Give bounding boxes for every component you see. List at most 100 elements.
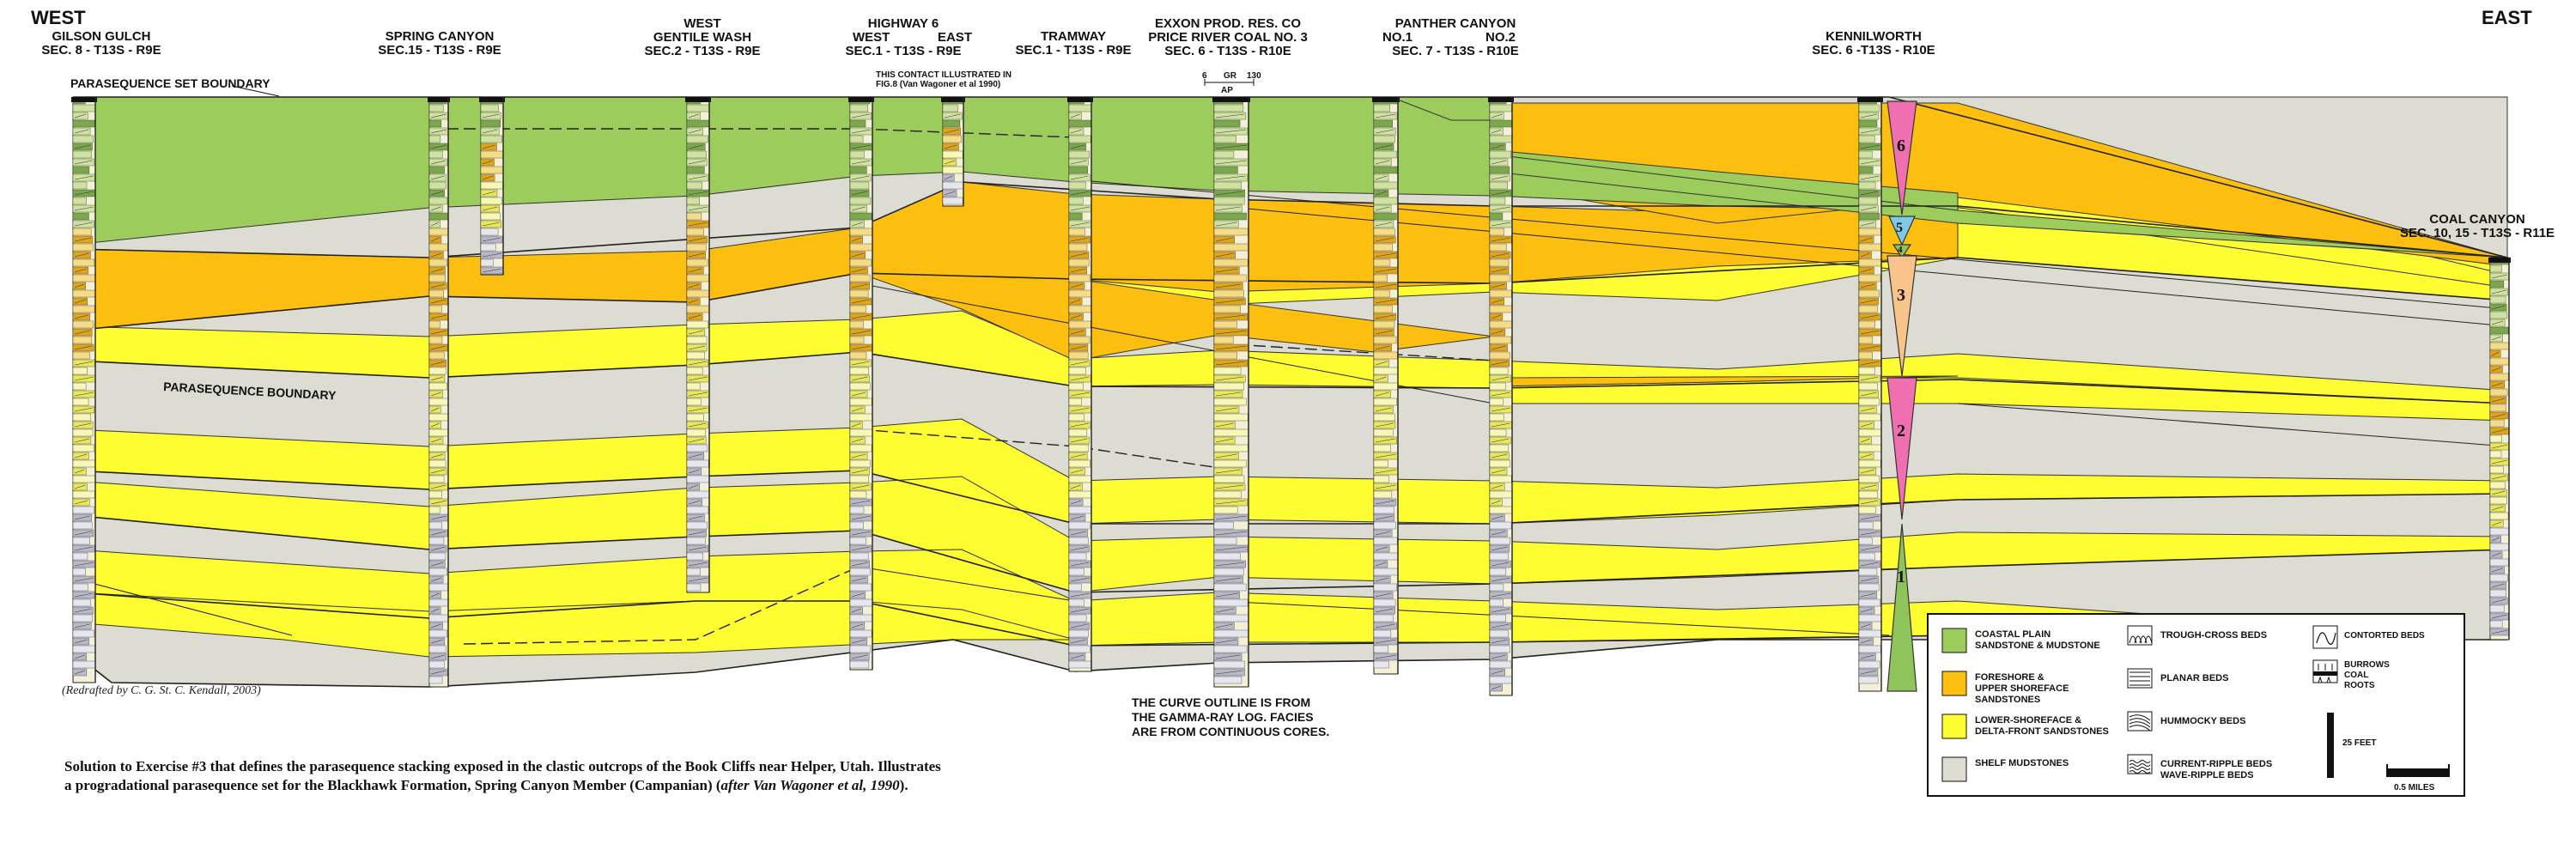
caption-citation: after Van Wagoner et al, 1990: [721, 777, 901, 793]
column-header-gilson-line2: SEC. 8 - T13S - R9E: [41, 43, 161, 58]
column-header-hwy6-line1: HIGHWAY 6: [868, 16, 939, 31]
caption-line1: Solution to Exercise #3 that defines the…: [64, 758, 941, 774]
column-header-panther-sub-east: NO.2: [1485, 30, 1516, 45]
legend-facies-3-line2: DELTA-FRONT SANDSTONES: [1975, 726, 2109, 737]
triangle-1: [1886, 523, 1917, 692]
gamma-ray-scale: 6 GR 130 AP: [1202, 71, 1261, 95]
legend-other-icon-1: [2312, 625, 2338, 649]
caption-end: ).: [900, 777, 908, 793]
column-header-gentile-line3: SEC.2 - T13S - R9E: [644, 44, 760, 58]
legend-structure-2-line1: PLANAR BEDS: [2160, 673, 2228, 683]
measured-section-10: [1488, 96, 1514, 696]
ps-number-5: 5: [1896, 221, 1903, 235]
column-header-gilson-line1: GILSON GULCH: [52, 29, 151, 44]
column-header-exxon-line3: SEC. 6 - T13S - R10E: [1164, 44, 1291, 58]
legend-structure-4-line1: CURRENT-RIPPLE BEDS: [2160, 759, 2272, 769]
column-header-tramway-line1: TRAMWAY: [1041, 29, 1106, 44]
legend-other-2-line2: COAL: [2344, 671, 2368, 680]
column-header-tramway-line2: SEC.1 - T13S - R9E: [1015, 43, 1131, 58]
measured-section-3: [479, 96, 505, 276]
gr-unit: AP: [1221, 86, 1233, 95]
parasequence-triangles: [1886, 100, 1917, 692]
measured-section-2: [428, 96, 450, 688]
legend-swatch-3: [1941, 713, 1967, 739]
triangle-2: [1886, 377, 1917, 520]
legend-swatch-1: [1941, 628, 1967, 653]
column-header-panther-line1: PANTHER CANYON: [1395, 16, 1516, 31]
ps-number-1: 1: [1897, 568, 1905, 586]
triangle-6: [1886, 100, 1917, 216]
measured-section-4: [685, 96, 711, 593]
gamma-note-line3: ARE FROM CONTINUOUS CORES.: [1132, 725, 1329, 738]
ps-number-3: 3: [1897, 286, 1905, 305]
foreshore-bodies: [72, 102, 2508, 387]
legend-structure-4-line2: WAVE-RIPPLE BEDS: [2160, 770, 2254, 780]
legend-facies-1-line2: SANDSTONE & MUDSTONE: [1975, 641, 2100, 651]
east-label: EAST: [2482, 7, 2532, 28]
measured-section-9: [1372, 96, 1400, 675]
measured-sections: [71, 96, 2511, 696]
legend-other-2-line3: ROOTS: [2344, 681, 2375, 690]
column-header-exxon-line1: EXXON PROD. RES. CO: [1155, 16, 1301, 31]
column-header-kenil-line2: SEC. 6 -T13S - R10E: [1812, 43, 1935, 58]
hwy6-note-line2: FIG.8 (Van Wagoner et al 1990): [876, 80, 1000, 89]
column-header-gentile-line2: GENTILE WASH: [653, 30, 751, 45]
legend-facies-1-line1: COASTAL PLAIN: [1975, 629, 2050, 640]
measured-section-7: [1067, 96, 1093, 672]
legend-facies-2-line2: UPPER SHOREFACE: [1975, 683, 2069, 694]
legend-structure-icon-3: [2127, 711, 2153, 732]
hwy6-note-line1: THIS CONTACT ILLUSTRATED IN: [876, 70, 1012, 80]
legend-swatch-4: [1941, 756, 1967, 782]
measured-section-11: [1857, 96, 1883, 692]
measured-section-5: [848, 96, 874, 671]
measured-section-12: [2488, 257, 2511, 641]
legend-structure-icon-2: [2127, 668, 2153, 689]
legend-facies-4-line1: SHELF MUDSTONES: [1975, 758, 2069, 768]
gamma-note-line2: THE GAMMA-RAY LOG. FACIES: [1132, 710, 1314, 724]
ps-number-2: 2: [1897, 422, 1905, 440]
legend-other-icon-2: [2312, 659, 2338, 683]
column-header-coal-line1: COAL CANYON: [2429, 212, 2524, 227]
column-header-gentile-line1: WEST: [683, 16, 720, 31]
column-header-panther-line2: SEC. 7 - T13S - R10E: [1392, 44, 1519, 58]
column-header-spring-line1: SPRING CANYON: [386, 29, 495, 44]
gr-low: 6: [1202, 71, 1207, 81]
parasequence-numbers: 6 5 4 3 2 1: [1896, 137, 1905, 586]
triangle-5: [1888, 216, 1916, 246]
redraft-credit: (Redrafted by C. G. St. C. Kendall, 2003…: [62, 684, 261, 697]
vertical-scale-label: 25 FEET: [2342, 738, 2376, 748]
legend-other-1-line1: CONTORTED BEDS: [2344, 631, 2425, 641]
horizontal-scale-label: 0.5 MILES: [2394, 783, 2435, 792]
column-header-coal-line2: SEC. 10, 15 - T13S - R11E: [2400, 226, 2555, 240]
west-label: WEST: [31, 7, 86, 28]
gamma-note-line1: THE CURVE OUTLINE IS FROM: [1132, 695, 1310, 709]
column-header-hwy6-sub-west: WEST: [853, 30, 890, 45]
measured-section-1: [71, 96, 97, 683]
ps-number-4: 4: [1898, 245, 1903, 255]
column-header-hwy6-sub-east: EAST: [938, 30, 972, 45]
ps-number-6: 6: [1897, 137, 1905, 155]
legend-facies-2-line1: FORESHORE &: [1975, 672, 2044, 683]
measured-section-6: [941, 96, 965, 207]
measured-section-8: [1212, 96, 1250, 688]
vertical-scale-bar: [2327, 713, 2334, 778]
caption-line2-main: a progradational parasequence set for th…: [64, 777, 721, 793]
column-header-panther-sub-west: NO.1: [1382, 30, 1413, 45]
legend-structure-3-line1: HUMMOCKY BEDS: [2160, 716, 2245, 726]
parasequence-set-boundary-label: PARASEQUENCE SET BOUNDARY: [70, 76, 270, 90]
triangle-3: [1886, 255, 1917, 377]
caption-line2: a progradational parasequence set for th…: [64, 777, 908, 793]
column-header-exxon-line2: PRICE RIVER COAL NO. 3: [1148, 30, 1308, 45]
column-header-kenil-line1: KENNILWORTH: [1826, 29, 1922, 44]
column-header-spring-line2: SEC.15 - T13S - R9E: [378, 43, 501, 58]
gr-high: 130: [1247, 71, 1261, 81]
legend-structure-icon-1: [2127, 625, 2153, 646]
legend-swatch-2: [1941, 671, 1967, 696]
legend-other-2-line1: BURROWS: [2344, 660, 2390, 670]
